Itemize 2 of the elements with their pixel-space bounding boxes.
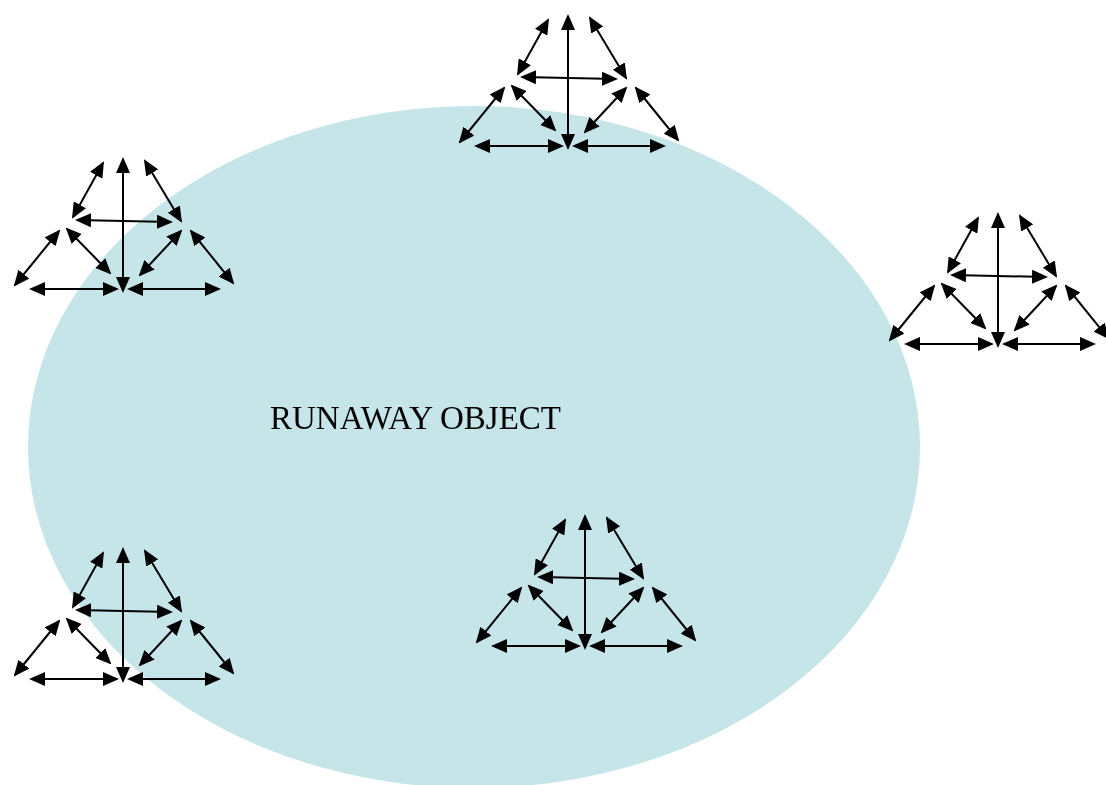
ellipse-region — [28, 106, 920, 785]
region-label: RUNAWAY OBJECT — [270, 400, 562, 437]
